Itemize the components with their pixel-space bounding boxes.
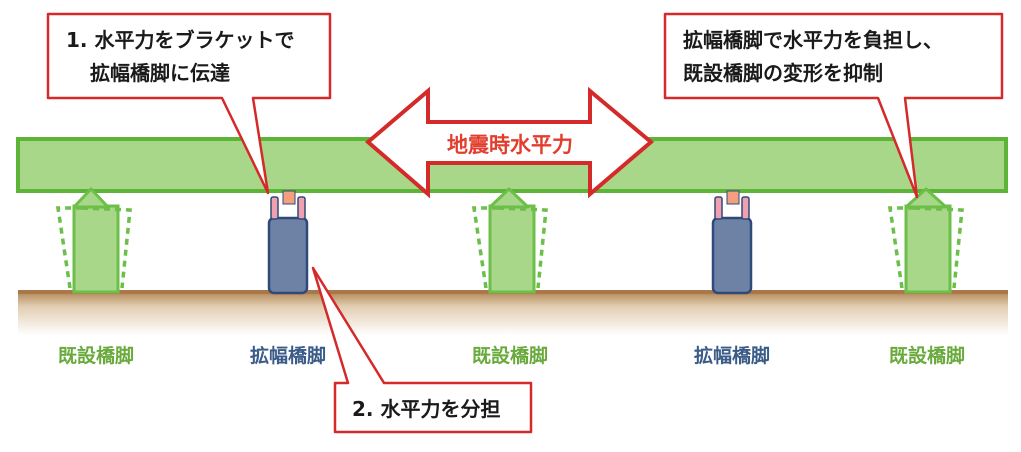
widening-pier-2 — [711, 190, 753, 295]
bracket-right — [741, 196, 750, 220]
bracket-right — [297, 196, 306, 220]
callout-right — [663, 12, 1004, 199]
callout-step1-line2: 拡幅橋脚に伝達 — [90, 61, 230, 85]
bearing-pad — [726, 190, 740, 205]
callout-right-line1: 拡幅橋脚で水平力を負担し、 — [683, 28, 943, 52]
arrow-label: 地震時水平力 — [447, 133, 573, 157]
pier-label-1: 既設橋脚 — [58, 344, 134, 367]
pier-label-3: 既設橋脚 — [472, 344, 548, 367]
callout-step1 — [46, 12, 332, 195]
existing-pier-1 — [55, 187, 132, 294]
existing-pier-3 — [887, 187, 964, 294]
callout-step1-line1: 1. 水平力をブラケットで — [66, 28, 294, 52]
bracket-left — [270, 196, 279, 220]
pier-label-4: 拡幅橋脚 — [694, 344, 770, 367]
callout-right-line2: 既設橋脚の変形を抑制 — [683, 61, 883, 85]
bracket-left — [714, 196, 723, 220]
callout-step2-text: 2. 水平力を分担 — [352, 397, 500, 421]
pier-label-2: 拡幅橋脚 — [250, 344, 326, 367]
callout-step2 — [311, 266, 533, 434]
pier-label-5: 既設橋脚 — [889, 344, 965, 367]
widening-pier-1 — [267, 190, 309, 295]
existing-pier-2 — [471, 187, 548, 294]
ground — [18, 291, 1008, 335]
bearing-pad — [282, 190, 296, 205]
seismic-force-arrow — [364, 86, 655, 199]
